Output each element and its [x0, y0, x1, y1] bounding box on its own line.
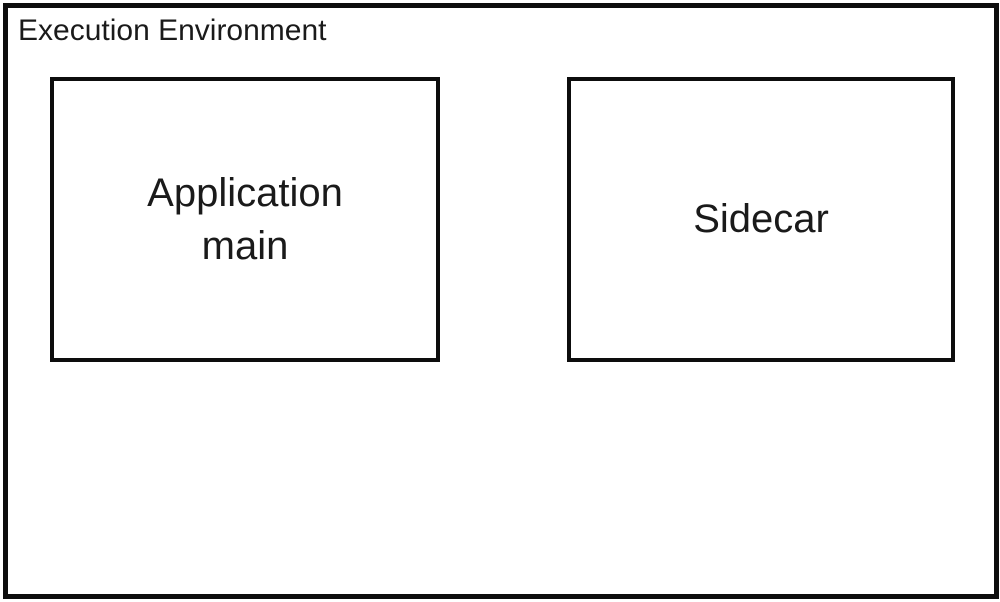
node-sidecar-label: Sidecar: [693, 197, 829, 242]
execution-environment-container: Execution Environment Application main S…: [3, 3, 999, 599]
node-application-main-label: Application main: [147, 170, 343, 268]
node-sidecar: Sidecar: [567, 77, 955, 362]
node-application-main: Application main: [50, 77, 440, 362]
execution-environment-label: Execution Environment: [18, 14, 327, 47]
